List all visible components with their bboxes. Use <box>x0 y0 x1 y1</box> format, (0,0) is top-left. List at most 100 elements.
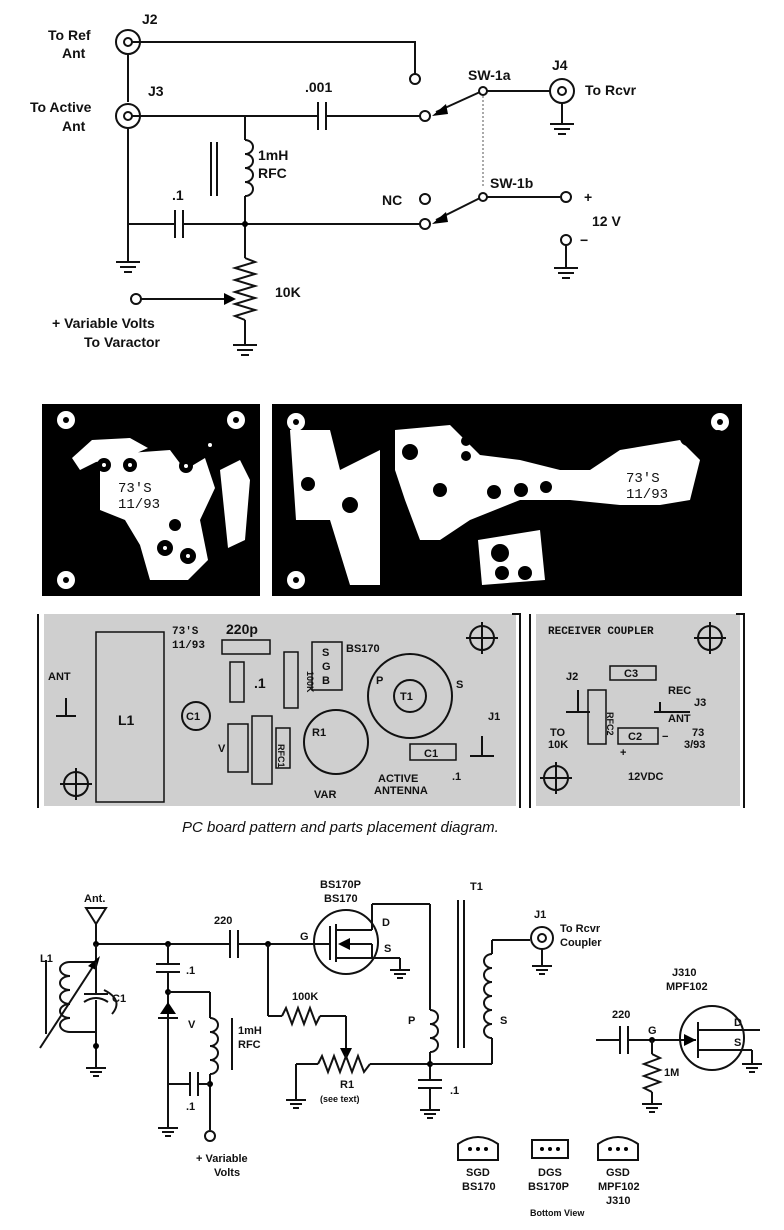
cap-1a-label: .1 <box>186 965 195 977</box>
pcb-pattern: 73'S 11/93 73'S 11/93 <box>42 404 742 596</box>
c1-label: C1 <box>186 711 200 723</box>
j1-connector-b <box>530 926 554 950</box>
pcb-left-mark-2: 11/93 <box>118 497 160 513</box>
j1-label: J1 <box>488 711 500 723</box>
bottom-schematic: Ant. L1 C1 .1 V <box>39 879 762 1179</box>
ground-icon <box>286 1099 306 1109</box>
nc-label: NC <box>382 192 402 208</box>
s3-label: S <box>734 1037 741 1049</box>
v-label: V <box>218 743 226 755</box>
parts-mark-1: 73'S <box>172 626 199 638</box>
pinout-sgd-package <box>457 1136 499 1161</box>
ground-icon <box>158 1127 178 1137</box>
pinout-dgs-package <box>531 1139 569 1159</box>
sw1b-pivot <box>478 192 488 202</box>
j1-label-b: J1 <box>534 909 546 921</box>
t1-p-label-b: P <box>408 1015 415 1027</box>
12v-label: 12 V <box>592 213 621 229</box>
c2-body <box>617 727 659 745</box>
to10k-label-2: 10K <box>548 739 568 751</box>
active-label-1: ACTIVE <box>378 773 418 785</box>
t1-label-b: T1 <box>470 881 483 893</box>
cap-220p-body <box>221 639 271 655</box>
c1-label-b: C1 <box>112 993 126 1005</box>
c3-body <box>609 665 657 681</box>
active-label-2: ANTENNA <box>374 785 428 797</box>
to-rcvr-b-1: To Rcvr <box>560 923 601 935</box>
varactor-symbol <box>160 1002 176 1014</box>
varactor-body <box>227 723 249 773</box>
t1-s-label: S <box>456 679 463 691</box>
ground-icon <box>550 123 574 135</box>
rc-ant-label: ANT <box>668 713 691 725</box>
r1-label: R1 <box>312 727 326 739</box>
cap-220b-label: 220 <box>612 1009 630 1021</box>
rc-minus: − <box>662 731 668 743</box>
j4-connector <box>549 78 575 104</box>
pinouts: SGD BS170 DGS BS170P GSD MPF102 J310 Bot… <box>457 1136 640 1218</box>
bs170-s-pin: S <box>322 647 329 659</box>
antenna-icon <box>84 907 108 926</box>
pcb-right-mark-2: 11/93 <box>626 487 668 503</box>
var-volts-b-2: Volts <box>214 1167 240 1179</box>
r100k-body <box>283 651 299 709</box>
r1-pot <box>317 1053 371 1075</box>
t1-outline <box>367 653 453 739</box>
var-volts-terminal <box>130 293 142 305</box>
parts-right-copper <box>536 614 740 806</box>
rfc-b-coil <box>209 1017 219 1075</box>
r100k-label: 100K <box>305 671 315 693</box>
cap-1-label: .1 <box>172 187 184 203</box>
sw1b-arrow <box>432 212 448 224</box>
cap-220-label: 220 <box>214 915 232 927</box>
j2-pin <box>123 37 133 47</box>
bs170-body <box>311 641 343 691</box>
c3-label: C3 <box>624 668 638 680</box>
ant-label-b: Ant. <box>84 893 105 905</box>
pcb-left-mark-1: 73'S <box>118 481 152 497</box>
to-rcvr-b-2: Coupler <box>560 937 602 949</box>
j310-label: J310 <box>672 967 696 979</box>
parts-left-corners <box>37 613 521 808</box>
c1-outline <box>181 701 211 731</box>
j3-label: J3 <box>148 83 164 99</box>
var-volts-terminal-b <box>204 1130 216 1142</box>
12vdc-label: 12VDC <box>628 771 664 783</box>
nc-terminal <box>419 193 431 205</box>
ground-icon <box>233 344 257 356</box>
plus-label: + <box>584 189 592 205</box>
r1m-label: 1M <box>664 1067 679 1079</box>
sw1a-pivot <box>478 86 488 96</box>
r100k-label-b: 100K <box>292 991 318 1003</box>
pot-10k-label: 10K <box>275 284 301 300</box>
rfc2-label: RFC2 <box>605 712 615 736</box>
rc-j3-label: J3 <box>694 697 706 709</box>
rfc2-body <box>587 689 607 745</box>
parts-left-board: L1 ANT C1 73'S 11/93 220p .1 V RFC1 100K… <box>37 613 521 808</box>
to-ref-ant-label-1: To Ref <box>48 27 91 43</box>
j3-pin <box>123 111 133 121</box>
r100k-resistor <box>281 1005 321 1027</box>
sw1a-label: SW-1a <box>468 67 511 83</box>
pcb-right-mark-1: 73'S <box>626 471 660 487</box>
cap-001-label: .001 <box>305 79 332 95</box>
jfet-icon <box>679 1005 745 1071</box>
cap-1c-label: .1 <box>450 1085 459 1097</box>
sw1b-label: SW-1b <box>490 175 533 191</box>
sw1a-terminal-top <box>409 73 421 85</box>
parts-mark-2: 11/93 <box>172 640 205 652</box>
c1b-value: .1 <box>452 771 461 783</box>
pinout-dgs-label: DGS <box>538 1167 562 1179</box>
d2-label: D <box>734 1017 742 1029</box>
figure-caption: PC board pattern and parts placement dia… <box>182 819 499 836</box>
cap-1b-label: .1 <box>186 1101 195 1113</box>
rc-mark-393: 3/93 <box>684 739 705 751</box>
ground-icon <box>420 1109 440 1119</box>
bs170-label-b: BS170 <box>324 893 358 905</box>
mpf102-label: MPF102 <box>666 981 708 993</box>
to-active-ant-label-1: To Active <box>30 99 92 115</box>
minus-label: − <box>580 232 588 248</box>
ant-label: ANT <box>48 671 71 683</box>
ref-ant-wire <box>132 41 416 74</box>
